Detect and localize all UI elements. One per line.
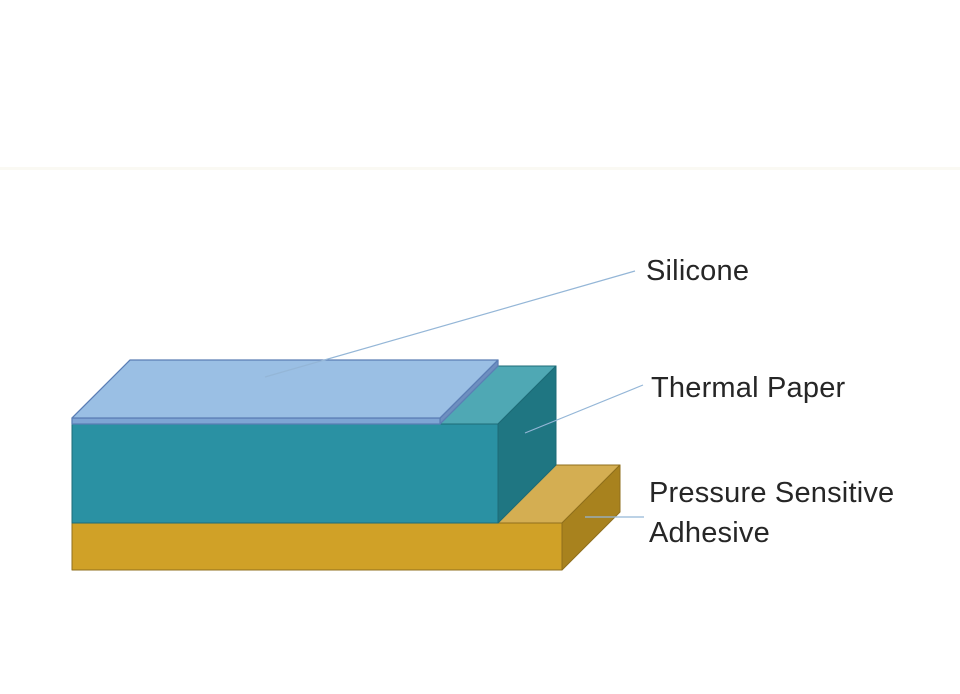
thermal-paper-leader-line [524, 384, 644, 434]
adhesive-label: Pressure Sensitive Adhesive [649, 477, 895, 549]
adhesive-front-face [71, 522, 563, 571]
silicone-layer-slab [71, 359, 499, 425]
leader-lines [264, 270, 644, 518]
silicone-leader-line [264, 270, 636, 378]
thermal-paper-label: Thermal Paper [651, 372, 846, 404]
background-artifact-line [0, 167, 960, 170]
silicone-top-face [71, 359, 499, 419]
silicone-label: Silicone [646, 255, 750, 287]
silicone-front-edge-face [71, 417, 441, 425]
thermal-paper-front-face [71, 423, 499, 524]
